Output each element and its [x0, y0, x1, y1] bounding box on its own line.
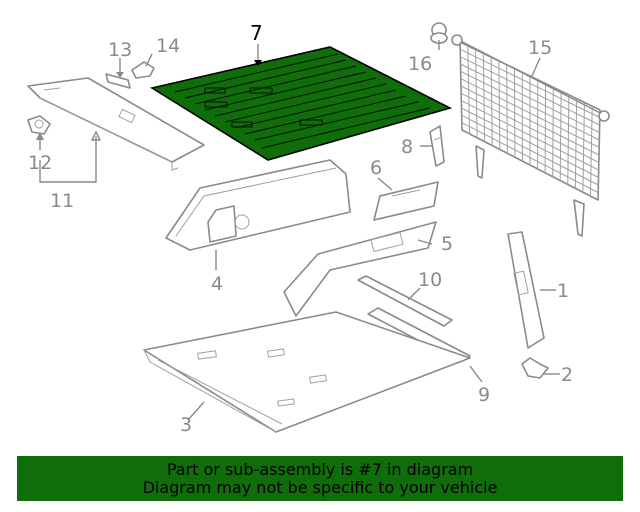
callout-13: 13: [108, 39, 132, 61]
part-12-clip[interactable]: [27, 115, 51, 135]
part-15-cargo-net[interactable]: [451, 34, 610, 237]
part-2-clip[interactable]: [521, 357, 549, 379]
callout-1: 1: [557, 280, 569, 302]
part-14-bracket[interactable]: [131, 61, 155, 79]
callout-3: 3: [180, 414, 192, 436]
part-11-panel[interactable]: [27, 77, 205, 171]
banner-line-2: Diagram may not be specific to your vehi…: [142, 478, 498, 497]
part-10-strip[interactable]: [357, 275, 453, 327]
part-13-bar[interactable]: [105, 73, 131, 89]
part-4-side-panel[interactable]: [165, 159, 351, 251]
callout-7: 7: [250, 21, 263, 45]
callout-6: 6: [370, 157, 382, 179]
part-3-floor-tray[interactable]: [143, 311, 471, 433]
part-16-knob[interactable]: [430, 22, 448, 44]
part-6-trim[interactable]: [373, 181, 439, 221]
callout-10: 10: [418, 269, 442, 291]
part-7-floor-mat[interactable]: [149, 46, 453, 161]
callout-4: 4: [211, 273, 223, 295]
leader-lines: [36, 40, 560, 421]
info-banner: Part or sub-assembly is #7 in diagram Di…: [17, 456, 623, 501]
callout-16: 16: [408, 53, 432, 75]
banner-line-1: Part or sub-assembly is #7 in diagram: [166, 460, 474, 479]
callout-8: 8: [401, 136, 413, 158]
callout-15: 15: [528, 37, 552, 59]
part-8-bracket[interactable]: [429, 125, 445, 167]
part-1-pillar[interactable]: [507, 231, 545, 349]
callout-5: 5: [441, 233, 453, 255]
callout-2: 2: [561, 364, 573, 386]
callout-14: 14: [156, 35, 180, 57]
part-5-long-trim[interactable]: [283, 221, 437, 317]
callout-11: 11: [50, 190, 74, 212]
parts-diagram: 7 1 2 3 4 5 6 8 9 10 11 12 13 14 15 16: [27, 21, 610, 436]
callout-12: 12: [28, 152, 52, 174]
callout-9: 9: [478, 384, 490, 406]
